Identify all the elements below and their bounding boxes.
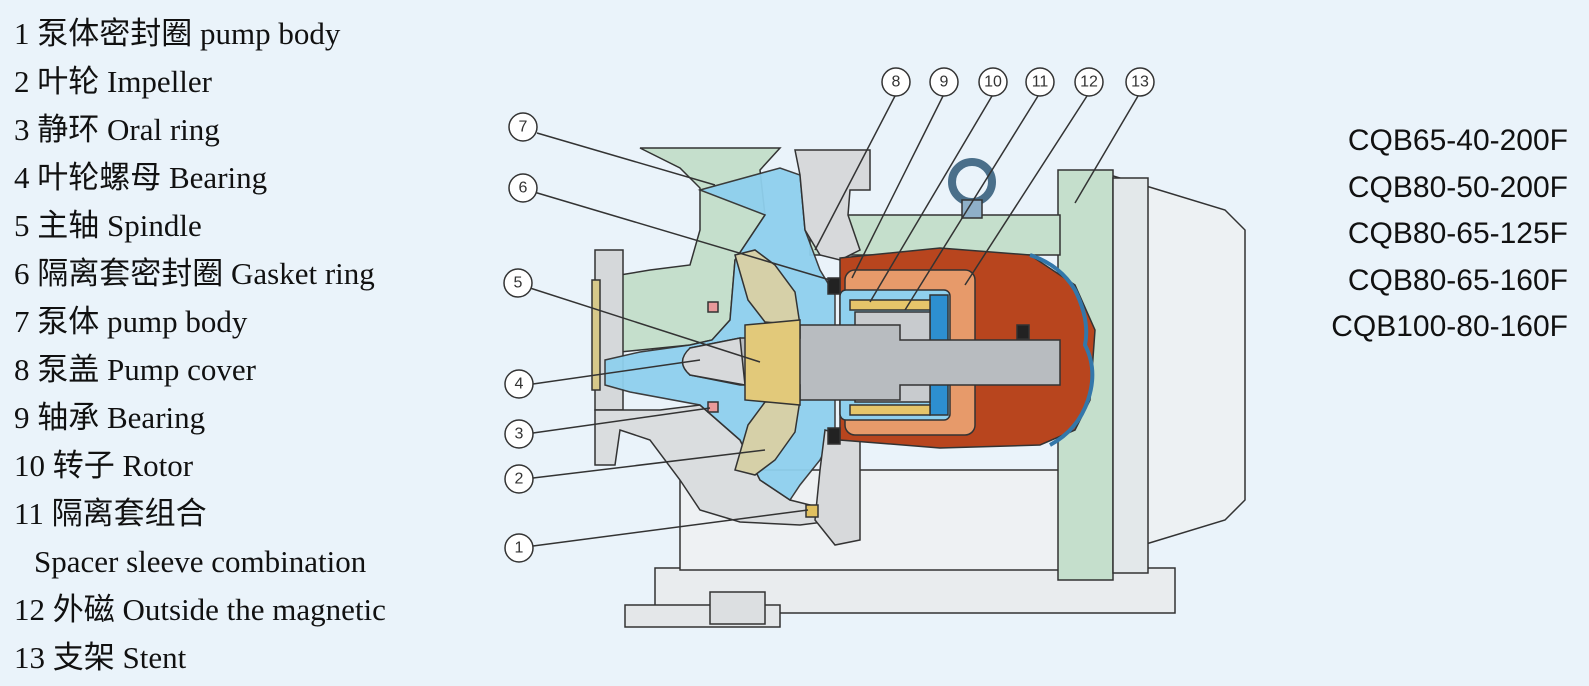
callout-circle-10 [978,67,1008,97]
callout-label-4: 4 [515,376,524,393]
impeller-hub [744,319,801,406]
base-block [709,591,766,625]
callout-circle-1 [504,533,534,563]
legend-item-11: 11 隔离套组合 [14,496,207,531]
pump-body-seal [805,504,819,518]
callout-circle-7 [508,112,538,142]
callout-label-2: 2 [515,471,524,488]
callout-label-9: 9 [940,74,949,91]
parts-legend: 1 泵体密封圈 pump body 2 叶轮 Impeller 3 静环 Ora… [14,10,484,682]
callout-circle-3 [504,419,534,449]
eyebolt-stem [961,199,983,219]
legend-item-7: 7 泵体 pump body [14,304,248,339]
legend-item-8: 8 泵盖 Pump cover [14,352,256,387]
callout-circles [503,67,1155,563]
callout-label-3: 3 [515,426,524,443]
model-item: CQB80-65-160F [1347,263,1568,297]
pump-cover [794,149,871,261]
legend-item-1: 1 泵体密封圈 pump body [14,16,341,51]
legend-item-9: 9 轴承 Bearing [14,400,206,435]
oral-ring-lower [707,401,719,413]
callout-circle-13 [1125,67,1155,97]
callout-circle-2 [504,464,534,494]
model-item: CQB80-50-200F [1347,170,1568,204]
model-item: CQB80-65-125F [1347,217,1568,250]
leader-lines [529,95,1139,547]
callout-label-5: 5 [514,275,523,292]
callout-label-13: 13 [1131,74,1149,91]
impeller-nut [681,337,746,386]
legend-item-3: 3 静环 Oral ring [14,112,220,147]
callout-circle-4 [504,369,534,399]
callout-label-1: 1 [515,540,524,557]
callout-label-11: 11 [1032,74,1049,91]
legend-item-11-continued: Spacer sleeve combination [34,544,367,579]
magnet-mark [1016,324,1030,340]
legend-item-10: 10 转子 Rotor [14,448,194,483]
eyebolt [948,158,996,206]
legend-item-2: 2 叶轮 Impeller [14,64,213,99]
callout-label-10: 10 [984,74,1002,91]
gasket-ring-lower [827,427,841,445]
callout-label-8: 8 [892,74,901,91]
stent-outer [1112,177,1149,574]
gasket-ring-upper [827,277,841,295]
legend-item-12: 12 外磁 Outside the magnetic [14,592,386,627]
bearing-upper [849,299,931,311]
callout-circle-6 [508,173,538,203]
callout-circle-5 [503,268,533,298]
impeller [734,249,801,326]
bearing-lower [849,404,931,416]
callout-circle-8 [881,67,911,97]
inlet-flange-gold [591,279,601,391]
callout-circle-9 [929,67,959,97]
legend-item-13: 13 支架 Stent [14,640,187,675]
callout-label-7: 7 [519,119,528,136]
legend-item-4: 4 叶轮螺母 Bearing [14,160,268,195]
callout-label-6: 6 [519,180,528,197]
model-item: CQB65-40-200F [1347,124,1568,157]
model-item: CQB100-80-160F [1331,310,1568,343]
model-list: CQB65-40-200F CQB80-50-200F CQB80-65-125… [1268,118,1568,351]
callout-circle-11 [1025,67,1055,97]
callout-circle-12 [1074,67,1104,97]
magnet-edge [1029,253,1095,447]
oral-ring-upper [707,301,719,313]
legend-item-6: 6 隔离套密封圈 Gasket ring [14,256,375,291]
callout-label-12: 12 [1080,74,1098,91]
legend-item-5: 5 主轴 Spindle [14,208,202,243]
